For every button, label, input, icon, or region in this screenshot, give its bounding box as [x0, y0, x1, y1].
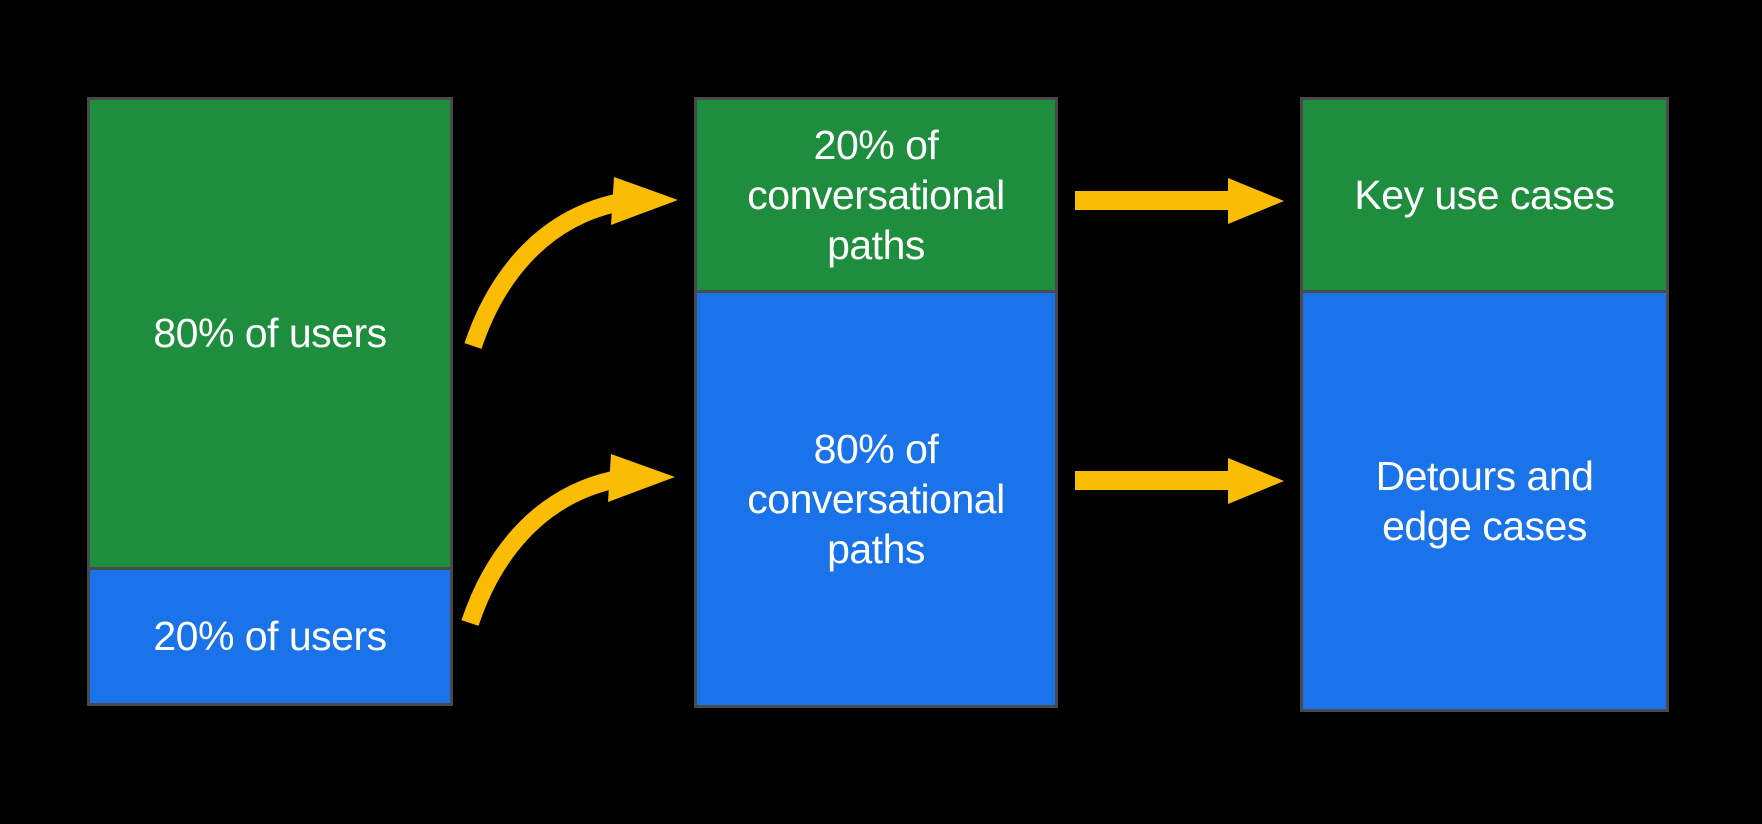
segment-label: 80% of conversational paths: [747, 425, 1005, 572]
segment-key-use-cases: Key use cases: [1303, 100, 1666, 290]
segment-label: 20% of users: [153, 613, 387, 660]
segment-20pct-paths: 20% of conversational paths: [697, 100, 1055, 290]
column-users: 80% of users 20% of users: [87, 97, 453, 706]
curved-arrow-bottom: [461, 454, 675, 626]
segment-detours-edge-cases: Detours and edge cases: [1303, 290, 1666, 709]
curved-arrow-bottom-shaft: [461, 471, 616, 626]
column-use-cases: Key use cases Detours and edge cases: [1300, 97, 1669, 712]
segment-20pct-users: 20% of users: [90, 567, 450, 703]
segment-label: Detours and edge cases: [1375, 452, 1594, 549]
segment-label: Key use cases: [1354, 171, 1615, 218]
column-conversational-paths: 20% of conversational paths 80% of conve…: [694, 97, 1058, 708]
curved-arrow-bottom-head-icon: [608, 454, 675, 502]
curved-arrow-top-head-icon: [611, 177, 678, 225]
straight-arrow-top: [1075, 178, 1284, 224]
segment-80pct-users: 80% of users: [90, 100, 450, 567]
segment-label: 20% of conversational paths: [747, 121, 1005, 268]
curved-arrow-top: [464, 177, 678, 349]
segment-label: 80% of users: [153, 310, 387, 357]
curved-arrow-top-shaft: [464, 194, 619, 349]
segment-80pct-paths: 80% of conversational paths: [697, 290, 1055, 705]
straight-arrow-bottom: [1075, 458, 1284, 504]
